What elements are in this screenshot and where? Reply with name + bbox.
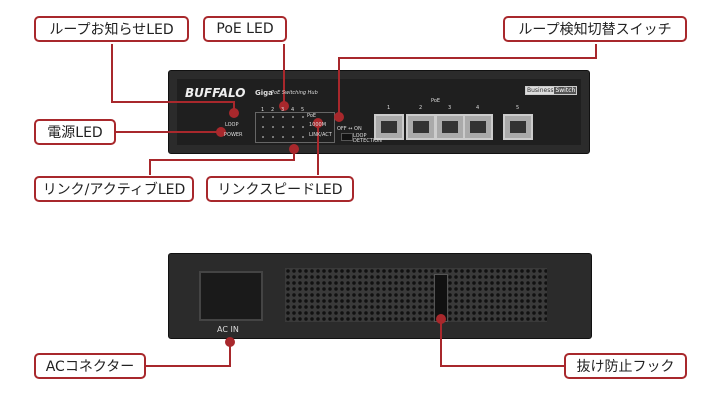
led-indicator <box>272 126 274 128</box>
label-link-act-led: リンク/アクティブLED <box>34 176 194 202</box>
led-indicator <box>262 116 264 118</box>
poe-group-label: PoE <box>431 98 441 104</box>
model-name: Giga <box>255 89 273 97</box>
front-panel: BUFFALO Giga PoE Switching Hub Business … <box>168 70 590 154</box>
led-indicator <box>282 136 284 138</box>
ethernet-port-1[interactable] <box>374 114 404 140</box>
led-column-number-3: 3 <box>281 107 285 113</box>
ac-inlet[interactable] <box>199 271 263 321</box>
business-switch-badge: Business Switch <box>525 86 578 95</box>
led-column-number-2: 2 <box>271 107 275 113</box>
1000m-led-label: 1000M <box>309 122 327 128</box>
model-sub: PoE Switching Hub <box>271 90 318 96</box>
ethernet-port-3[interactable] <box>435 114 465 140</box>
led-indicator <box>262 126 264 128</box>
led-column-number-4: 4 <box>291 107 295 113</box>
led-indicator <box>272 136 274 138</box>
led-indicator <box>262 136 264 138</box>
label-poe-led: PoE LED <box>203 16 287 42</box>
led-column-number-1: 1 <box>261 107 265 113</box>
led-indicator <box>302 126 304 128</box>
label-link-speed-led: リンクスピードLED <box>206 176 354 202</box>
led-indicator <box>292 136 294 138</box>
poe-led-label: PoE <box>307 113 317 119</box>
led-indicator <box>302 136 304 138</box>
port-number-2: 2 <box>419 105 423 111</box>
power-led-label: POWER <box>224 132 243 138</box>
label-ac-connector: ACコネクター <box>34 353 146 379</box>
led-indicator <box>272 116 274 118</box>
switch-off-on-label: OFF ↔ ON <box>337 126 362 132</box>
port-number-3: 3 <box>448 105 452 111</box>
label-loop-switch: ループ検知切替スイッチ <box>503 16 687 42</box>
loop-detection-switch[interactable] <box>341 133 353 141</box>
led-indicator <box>292 126 294 128</box>
led-indicator <box>292 116 294 118</box>
vent-grille <box>285 268 547 322</box>
brand-logo: BUFFALO <box>185 86 246 100</box>
label-power-led: 電源LED <box>34 119 116 145</box>
ethernet-port-4[interactable] <box>463 114 493 140</box>
led-indicator <box>302 116 304 118</box>
ethernet-port-5[interactable] <box>503 114 533 140</box>
led-indicator <box>282 126 284 128</box>
led-indicator <box>282 116 284 118</box>
led-column-number-5: 5 <box>301 107 305 113</box>
link-led-label: LINK/ACT <box>309 132 332 138</box>
ac-in-label: AC IN <box>217 325 239 334</box>
loop-detection-label: LOOP DETECTION <box>353 133 382 144</box>
loop-led-label: LOOP <box>225 122 239 128</box>
label-hook: 抜け防止フック <box>564 353 687 379</box>
ethernet-port-2[interactable] <box>406 114 436 140</box>
port-number-1: 1 <box>387 105 391 111</box>
port-number-5: 5 <box>516 105 520 111</box>
label-loop-led: ループお知らせLED <box>34 16 189 42</box>
port-number-4: 4 <box>476 105 480 111</box>
rear-panel: AC IN <box>168 253 592 339</box>
led-frame <box>255 112 335 143</box>
